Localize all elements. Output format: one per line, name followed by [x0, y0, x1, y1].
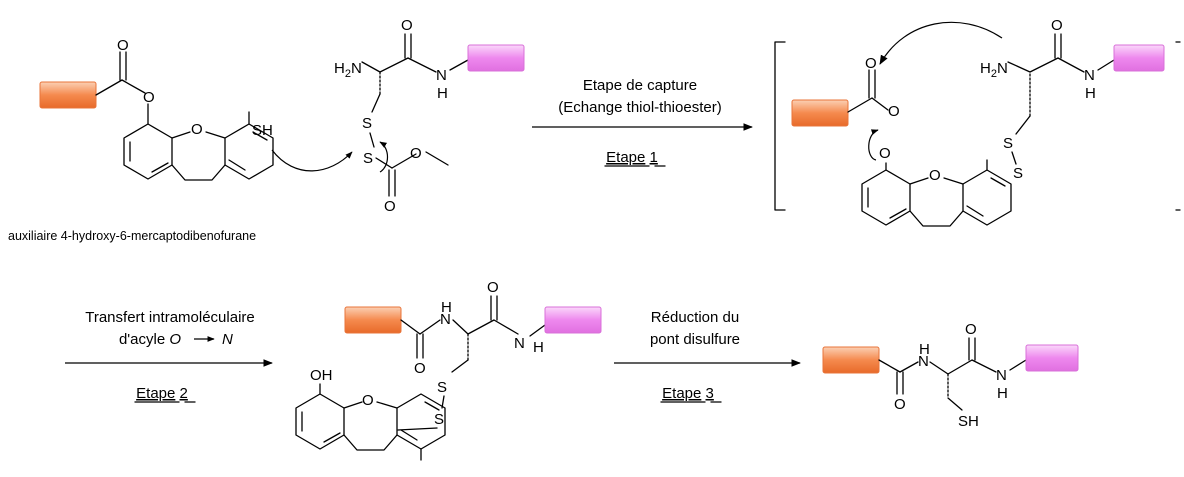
atom-h: H	[533, 339, 544, 356]
atom-h: H	[437, 85, 448, 102]
step1-label: Etape 1	[606, 149, 658, 166]
atom-n: N	[1084, 67, 1095, 84]
atom-o: O	[384, 198, 396, 215]
atom-o: O	[410, 145, 422, 162]
bracket-left	[774, 41, 786, 211]
atom-n: N	[440, 311, 451, 328]
atom-o: O	[1051, 17, 1063, 34]
attack-arrow	[271, 149, 353, 172]
step3-arrow-group: Réduction du pont disulfure Etape 3	[614, 309, 801, 403]
atom-o: O	[894, 396, 906, 413]
atom-o: O	[865, 55, 877, 72]
atom-n: N	[918, 353, 929, 370]
atom-o: O	[362, 392, 374, 409]
intermediate-molecule: O O O O S S H2N O N H	[774, 17, 1181, 227]
atom-o: O	[401, 17, 413, 34]
auxiliary-caption: auxiliaire 4-hydroxy-6-mercaptodibenofur…	[8, 229, 256, 243]
peptide-box	[1113, 44, 1165, 72]
atom-n: N	[996, 367, 1007, 384]
atom-o: O	[487, 279, 499, 296]
step2-label: Etape 2	[136, 385, 188, 402]
atom-h: H	[997, 385, 1008, 402]
atom-n: N	[514, 335, 525, 352]
atom-s: S	[434, 411, 444, 428]
atom-h2n: H2N	[980, 60, 1008, 80]
atom-h: H	[441, 299, 452, 316]
atom-h: H	[919, 341, 930, 358]
amide-disulfide-molecule: O N H O N H S S OH O	[295, 279, 602, 461]
bracket-right-tick	[1175, 41, 1181, 211]
step3-line1: Réduction du	[651, 309, 739, 326]
atom-o: O	[879, 145, 891, 162]
cysteine-disulfide-molecule: H2N O N H S S O O	[334, 17, 525, 215]
step2-line1: Transfert intramoléculaire	[85, 309, 255, 326]
atom-h2n: H2N	[334, 60, 362, 80]
atom-n: N	[436, 67, 447, 84]
curved-arrow-large	[879, 21, 1003, 65]
product-molecule: O N H O N H SH	[822, 321, 1079, 430]
step3-line2: pont disulfure	[650, 331, 740, 348]
acyl-box	[822, 346, 880, 374]
atom-o: O	[191, 121, 203, 138]
atom-o: O	[414, 360, 426, 377]
atom-s: S	[1003, 135, 1013, 152]
step1-line2: (Echange thiol-thioester)	[558, 99, 721, 116]
atom-o: O	[929, 167, 941, 184]
peptide-box	[544, 306, 602, 334]
atom-oh: OH	[310, 367, 333, 384]
peptide-box	[467, 44, 525, 72]
acyl-box	[791, 99, 849, 127]
atom-s: S	[1013, 165, 1023, 182]
atom-sh: SH	[252, 122, 273, 139]
atom-s: S	[437, 379, 447, 396]
atom-sh: SH	[958, 413, 979, 430]
curved-arrow-small	[379, 141, 389, 173]
atom-o: O	[888, 103, 900, 120]
acyl-box	[344, 306, 402, 334]
step2-arrow-group: Transfert intramoléculaire d'acyle O N E…	[65, 309, 273, 403]
atom-s: S	[362, 115, 372, 132]
atom-o: O	[965, 321, 977, 338]
curved-arrow-small	[868, 129, 879, 161]
step2-to: N	[222, 331, 233, 348]
step2-line2: d'acyle O	[119, 331, 181, 348]
acyl-box	[39, 81, 97, 109]
atom-h: H	[1085, 85, 1096, 102]
auxiliary-molecule: O O O SH auxiliaire 4-hydroxy-6-mercapto…	[8, 37, 274, 243]
step1-arrow-group: Etape de capture (Echange thiol-thioeste…	[532, 77, 753, 167]
step3-label: Etape 3	[662, 385, 714, 402]
peptide-box	[1025, 344, 1079, 372]
atom-s: S	[363, 150, 373, 167]
atom-o: O	[117, 37, 129, 54]
step1-line1: Etape de capture	[583, 77, 697, 94]
atom-o: O	[143, 89, 155, 106]
